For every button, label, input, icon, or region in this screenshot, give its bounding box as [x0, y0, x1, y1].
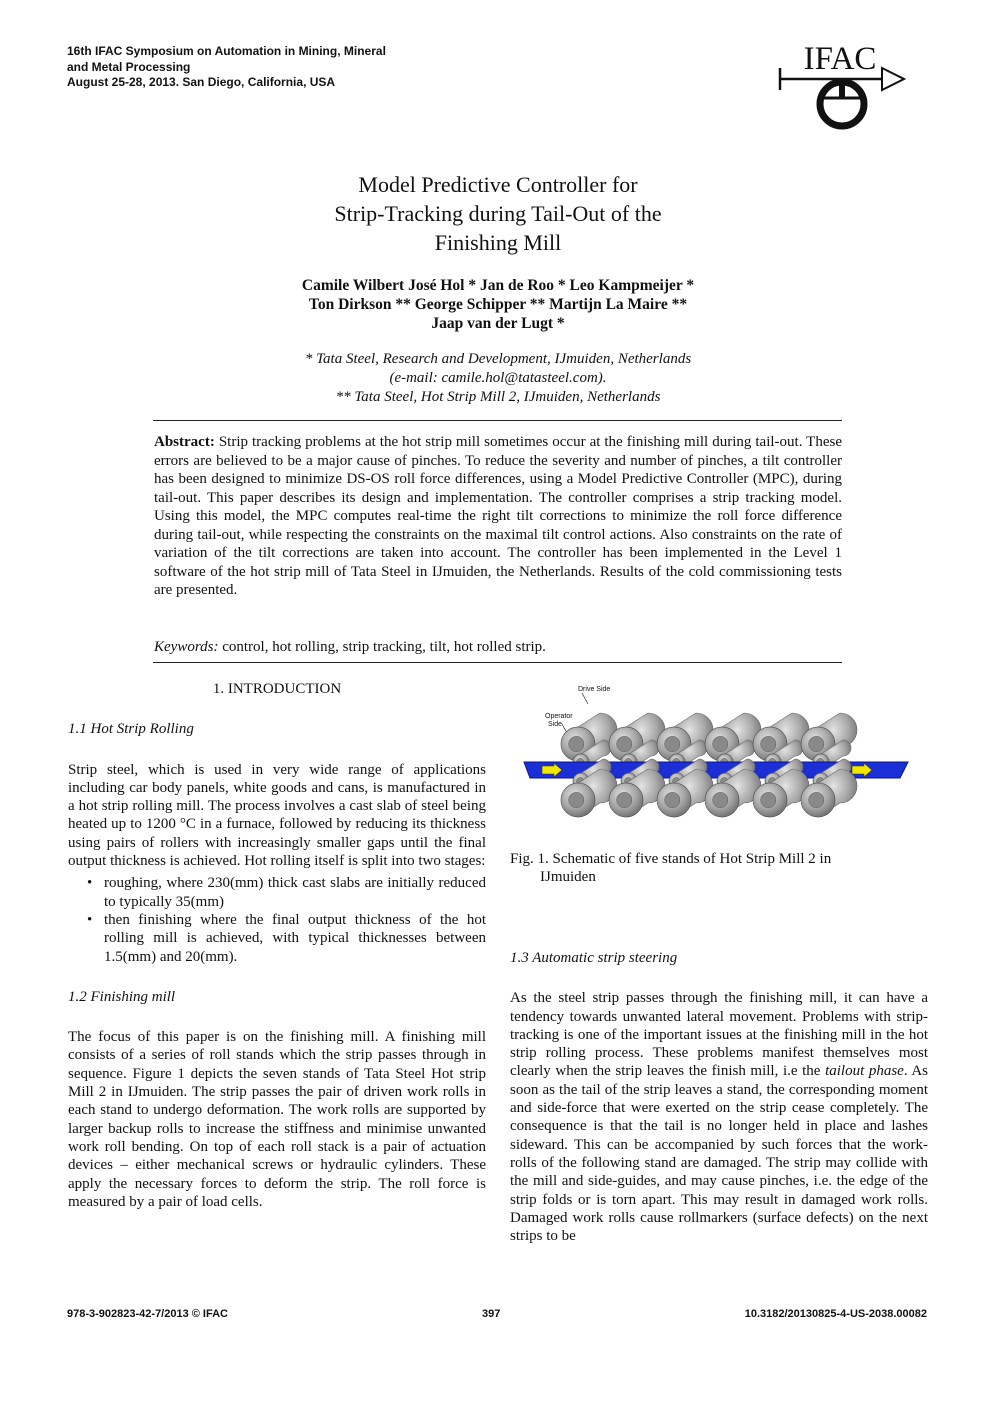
title-line-2: Strip-Tracking during Tail-Out of the — [334, 201, 662, 226]
abstract-bottom-rule — [153, 662, 842, 663]
conference-line-1: 16th IFAC Symposium on Automation in Min… — [67, 44, 386, 58]
footer-doi: 10.3182/20130825-4-US-2038.00082 — [744, 1308, 927, 1320]
paragraph-hot-strip-rolling: Strip steel, which is used in very wide … — [68, 761, 486, 870]
backup-roll-bottom — [560, 768, 618, 818]
backup-roll-bottom — [752, 768, 810, 818]
drive-side-label: Drive Side — [578, 686, 610, 693]
section-heading-introduction: 1. INTRODUCTION — [212, 681, 342, 697]
keywords-text: control, hot rolling, strip tracking, ti… — [222, 639, 546, 655]
paragraph-italic-term: tailout phase — [825, 1063, 904, 1080]
authors-line-3: Jaap van der Lugt * — [431, 315, 565, 332]
ifac-logo-text: IFAC — [804, 41, 877, 77]
subsection-heading-finishing-mill: 1.2 Finishing mill — [68, 988, 176, 1005]
strip-direction-arrow-right — [851, 762, 873, 778]
subsection-heading-hot-strip-rolling: 1.1 Hot Strip Rolling — [68, 721, 194, 738]
steel-strip — [523, 761, 909, 779]
lower-roll-stacks — [560, 758, 858, 818]
caption-line-2: IJmuiden — [540, 869, 596, 886]
authors-line-2: Ton Dirkson ** George Schipper ** Martij… — [308, 296, 688, 313]
page-footer: 978-3-902823-42-7/2013 © IFAC 397 10.318… — [67, 1308, 927, 1324]
paper-title: Model Predictive Controller for Strip-Tr… — [200, 170, 796, 257]
ifac-logo: IFAC — [778, 41, 906, 130]
backup-roll-bottom — [608, 768, 666, 818]
footer-isbn: 978-3-902823-42-7/2013 © IFAC — [67, 1308, 228, 1320]
affiliation-line-1: * Tata Steel, Research and Development, … — [304, 351, 692, 367]
strip-direction-arrow-left — [541, 762, 563, 778]
conference-line-3: August 25-28, 2013. San Diego, Californi… — [67, 75, 336, 89]
caption-line-1: Fig. 1. Schematic of five stands of Hot … — [510, 851, 832, 867]
stages-list: roughing, where 230(mm) thick cast slabs… — [68, 874, 486, 965]
backup-roll-bottom — [800, 768, 858, 818]
abstract-label: Abstract: — [154, 434, 215, 450]
paragraph-part-2: . As soon as the tail of the strip leave… — [510, 1063, 929, 1245]
keywords-label: Keywords: — [154, 639, 219, 655]
subsection-heading-automatic-strip-steering: 1.3 Automatic strip steering — [510, 950, 678, 966]
right-column: 1.3 Automatic strip steering As the stee… — [510, 949, 928, 1245]
operator-side-label: Operator — [545, 713, 573, 720]
abstract: Abstract: Strip tracking problems at the… — [154, 433, 842, 600]
abstract-top-rule — [153, 420, 842, 421]
abstract-text: Strip tracking problems at the hot strip… — [154, 434, 842, 598]
affiliations: * Tata Steel, Research and Development, … — [200, 350, 796, 407]
authors-line-1: Camile Wilbert José Hol * Jan de Roo * L… — [301, 277, 695, 294]
finishing-mill-schematic: Drive Side Operator Side — [523, 686, 909, 818]
left-column: 1. INTRODUCTION 1.1 Hot Strip Rolling St… — [68, 680, 486, 1211]
figure-caption: Fig. 1. Schematic of five stands of Hot … — [510, 850, 928, 887]
list-item: roughing, where 230(mm) thick cast slabs… — [87, 874, 486, 911]
paragraph-finishing-mill: The focus of this paper is on the finish… — [68, 1029, 486, 1210]
paragraph-part-1: As the steel strip passes through the fi… — [510, 990, 928, 1080]
backup-roll-bottom — [656, 768, 714, 818]
paragraph-automatic-strip-steering: As the steel strip passes through the fi… — [510, 989, 928, 1245]
keywords: Keywords: control, hot rolling, strip tr… — [154, 638, 842, 657]
operator-side-label-2: Side — [548, 721, 562, 728]
title-line-3: Finishing Mill — [434, 230, 562, 255]
title-line-1: Model Predictive Controller for — [358, 172, 638, 197]
conference-header: 16th IFAC Symposium on Automation in Min… — [67, 44, 467, 91]
author-list: Camile Wilbert José Hol * Jan de Roo * L… — [200, 276, 796, 333]
backup-roll-bottom — [704, 768, 762, 818]
affiliation-line-2: ** Tata Steel, Hot Strip Mill 2, IJmuide… — [335, 389, 661, 405]
affiliation-email: (e-mail: camile.hol@tatasteel.com). — [389, 370, 607, 386]
backup-roll-top — [608, 712, 666, 762]
conference-line-2: and Metal Processing — [67, 59, 191, 74]
list-item: then finishing where the final output th… — [87, 911, 486, 966]
footer-page-number: 397 — [482, 1308, 501, 1320]
